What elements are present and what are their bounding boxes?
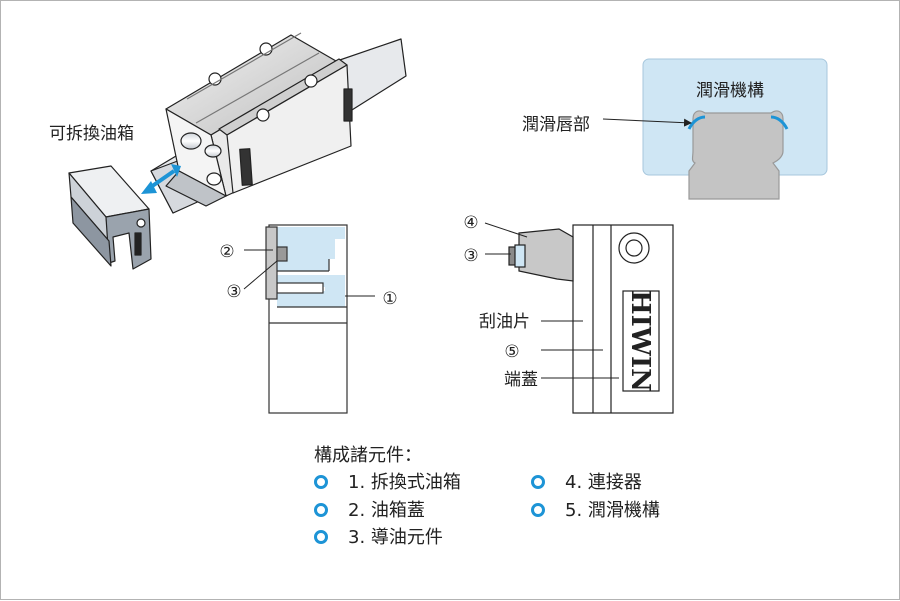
callout-2: ②	[219, 242, 234, 262]
lube-lip-leader	[602, 118, 692, 127]
lube-lip-label: 潤滑唇部	[522, 115, 590, 135]
wiper-label: 刮油片	[479, 312, 530, 332]
bullet-icon	[314, 530, 328, 544]
lube-lip-panel	[642, 58, 828, 200]
bullet-icon	[531, 475, 545, 489]
bullet-icon	[314, 503, 328, 517]
removable-tank-label: 可拆換油箱	[49, 124, 134, 144]
leader-lines	[243, 222, 619, 379]
brand-mark: HIWIN	[625, 290, 655, 392]
callout-3-left: ③	[226, 282, 241, 302]
component-item-2: 2. 油箱蓋	[314, 496, 425, 522]
component-item-5: 5. 潤滑機構	[531, 496, 660, 522]
callout-4: ④	[463, 213, 478, 233]
components-title: 構成諸元件：	[314, 445, 422, 466]
cross-section	[265, 224, 348, 414]
remove-direction-arrow	[141, 164, 181, 194]
component-item-4: 4. 連接器	[531, 468, 642, 494]
removable-oil-tank	[68, 165, 152, 270]
bullet-icon	[531, 503, 545, 517]
end-view	[508, 224, 674, 414]
end-cap-label: 端蓋	[504, 370, 538, 390]
lube-mechanism-title: 潤滑機構	[696, 81, 764, 101]
bullet-icon	[314, 475, 328, 489]
callout-5: ⑤	[504, 342, 519, 362]
component-item-3: 3. 導油元件	[314, 523, 443, 549]
callout-1: ①	[382, 289, 397, 309]
callout-3-right: ③	[463, 246, 478, 266]
linear-guide-illustration	[150, 32, 407, 214]
component-item-1: 1. 拆換式油箱	[314, 468, 461, 494]
